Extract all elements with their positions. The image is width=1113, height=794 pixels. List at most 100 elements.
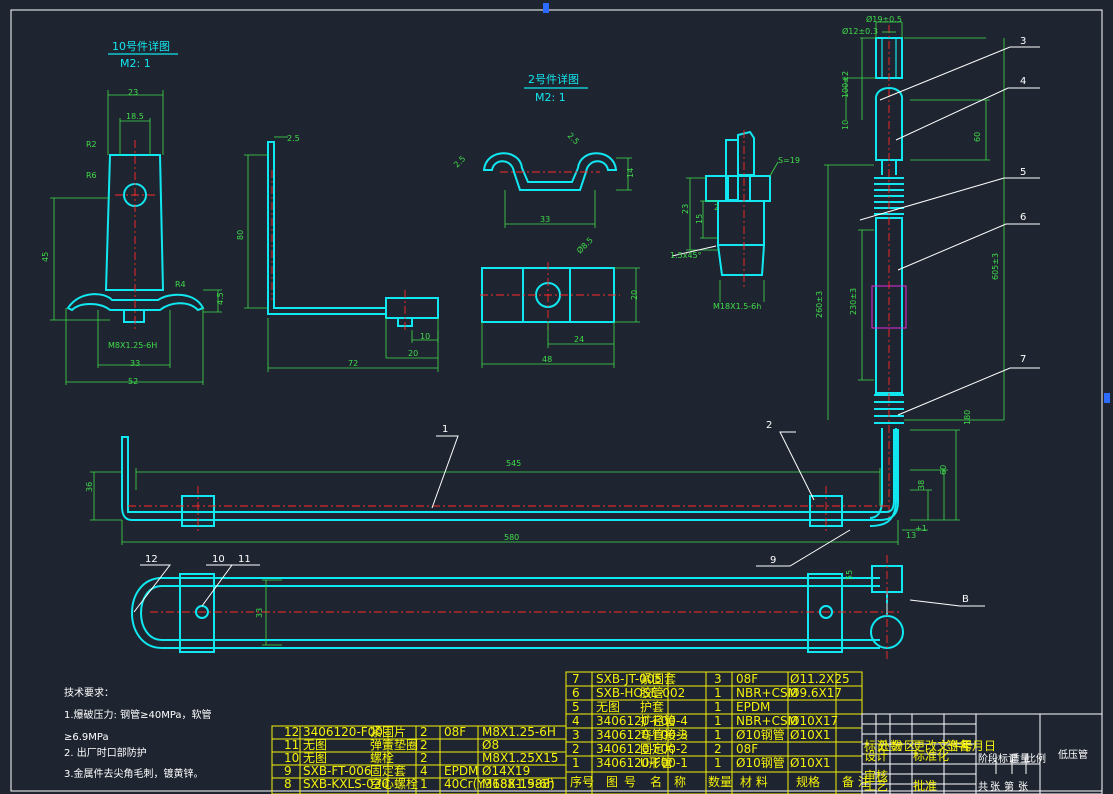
bom-right-cell: 1 <box>714 756 722 770</box>
svg-text:5: 5 <box>1020 167 1026 178</box>
plan-tubes <box>162 577 880 649</box>
svg-text:230±3: 230±3 <box>849 288 858 315</box>
svg-text:2.5: 2.5 <box>452 154 467 169</box>
bom-right-cell: 弯管接头 <box>640 727 688 742</box>
svg-text:标准化: 标准化 <box>913 749 949 763</box>
svg-text:38: 38 <box>917 480 926 490</box>
svg-text:36: 36 <box>85 482 94 492</box>
svg-text:9: 9 <box>770 555 776 566</box>
tech-req-item-2: ≥6.9MPa <box>64 732 109 743</box>
bracket-nut <box>123 309 145 323</box>
bom-left-cell: SXB-KXLS-030 <box>303 777 389 791</box>
svg-text:14: 14 <box>626 168 635 178</box>
bom-right-cell: 扩径管 <box>640 713 676 728</box>
bom-right-header-cell: 图 <box>606 775 618 789</box>
bom-right-cell: Ø10X1 <box>790 728 831 742</box>
bom-left-cell: M8X1.25-6H <box>482 725 556 739</box>
bracket-wings <box>66 293 205 312</box>
bom-left-cell: 8 <box>284 777 292 791</box>
bom-right-cell: SXB-HOSE-002 <box>596 686 685 700</box>
svg-text:33: 33 <box>130 359 140 368</box>
bom-right-cell: Ø10钢管 <box>736 727 785 742</box>
svg-text:Ø8.5: Ø8.5 <box>574 235 595 256</box>
bom-right-header-cell: 称 <box>674 775 686 789</box>
svg-text:6: 6 <box>1020 212 1026 223</box>
bom-left-cell: 无图 <box>303 738 327 752</box>
svg-text:标记: 标记 <box>864 739 888 753</box>
tech-requirements: 技术要求： 1.爆破压力: 钢管≥40MPa，软管 ≥6.9MPa 2. 出厂时… <box>64 686 212 780</box>
bom-left-cell: 10 <box>284 751 299 765</box>
frame-grip[interactable] <box>543 3 549 13</box>
bom-right-cell: NBR+CSM <box>736 714 798 728</box>
svg-text:4.5: 4.5 <box>216 292 225 305</box>
svg-text:B: B <box>962 594 969 605</box>
svg-text:审核: 审核 <box>864 768 888 783</box>
svg-text:Ø19±0.5: Ø19±0.5 <box>866 14 902 24</box>
bom-left-cell: Ø14X19 <box>482 764 530 778</box>
svg-text:R2: R2 <box>86 140 97 149</box>
detail-10-title: 10号件详图 <box>112 39 170 53</box>
svg-text:比例: 比例 <box>1026 752 1046 765</box>
svg-text:R6: R6 <box>86 171 97 180</box>
bom-right-cell: 4 <box>572 714 580 728</box>
svg-text:12: 12 <box>145 554 158 565</box>
bolt-tube <box>737 130 755 176</box>
bom-left-cell: M8X1.25X15 <box>482 751 558 765</box>
svg-text:2: 2 <box>714 203 719 212</box>
svg-text:60: 60 <box>973 132 982 142</box>
svg-text:1.5x45°: 1.5x45° <box>670 251 702 260</box>
plan-bend <box>131 577 163 649</box>
bom-right-cell: 1 <box>714 714 722 728</box>
bom-right-cell: 3 <box>714 672 722 686</box>
svg-text:2.5: 2.5 <box>287 134 300 143</box>
svg-text:年月日: 年月日 <box>960 739 996 753</box>
svg-text:10: 10 <box>420 332 430 341</box>
svg-text:批准: 批准 <box>913 778 937 793</box>
bom-left-cell: 40Cr(Y3688-1988) <box>444 777 555 791</box>
svg-text:1: 1 <box>442 424 448 435</box>
svg-text:R4: R4 <box>175 280 186 289</box>
bom-left-cell: 12 <box>284 725 299 739</box>
svg-text:M18X1.5-6h: M18X1.5-6h <box>713 302 761 311</box>
bom-right-cell: EPDM <box>736 700 770 714</box>
bom-left-cell: Ø8 <box>482 738 499 752</box>
l-bracket-foot <box>385 297 439 319</box>
svg-text:重量: 重量 <box>1010 752 1030 765</box>
bom-right-cell: 1 <box>714 728 722 742</box>
bom-left-cell: 1 <box>420 777 428 791</box>
svg-text:55: 55 <box>845 570 854 580</box>
svg-text:2: 2 <box>766 420 772 431</box>
bom-right-cell: NBR+CSM <box>736 686 798 700</box>
bom-left-cell: 空心螺栓 <box>370 776 418 791</box>
svg-text:15: 15 <box>695 214 704 224</box>
bom-right-cell: 2 <box>714 742 722 756</box>
bolt-thread <box>717 200 765 246</box>
bom-right-cell: 1 <box>572 756 580 770</box>
svg-text:3: 3 <box>1020 36 1026 47</box>
svg-text:Ø12±0.3: Ø12±0.3 <box>842 26 878 36</box>
frame-grip-right[interactable] <box>1104 393 1110 403</box>
bom-left-cell: 3406120-F00- <box>303 725 387 739</box>
u-tube-outline <box>121 429 899 521</box>
bom-right-cell: 3406120-F00-2 <box>596 742 688 756</box>
svg-text:4: 4 <box>1020 76 1026 87</box>
bom-right-cell: Ø10X1 <box>790 756 831 770</box>
bom-left-cell: 固定套 <box>370 763 406 778</box>
svg-text:60: 60 <box>939 465 948 475</box>
bom-right-cell: 6 <box>572 686 580 700</box>
svg-text:第: 第 <box>1004 780 1014 793</box>
drawing-name: 低压管 <box>1058 748 1088 761</box>
drawing-frame <box>10 9 1103 792</box>
bom-right-cell: U形管 <box>640 755 673 770</box>
bom-right-header-cell: 材 料 <box>740 775 768 789</box>
svg-text:处数: 处数 <box>878 738 902 753</box>
svg-text:分区: 分区 <box>892 739 916 753</box>
title-block: 低压管 标记 处数 分区 更改文件号 签名 年月日 设计 标准化 审核 工艺 批… <box>861 713 1103 794</box>
bom-left-cell: 2 <box>420 738 428 752</box>
bom-left-cell: 无图 <box>303 751 327 765</box>
plan-clip-right <box>807 573 843 653</box>
svg-text:80: 80 <box>236 230 245 240</box>
bom-right-cell: SXB-JT-005 <box>596 672 662 686</box>
